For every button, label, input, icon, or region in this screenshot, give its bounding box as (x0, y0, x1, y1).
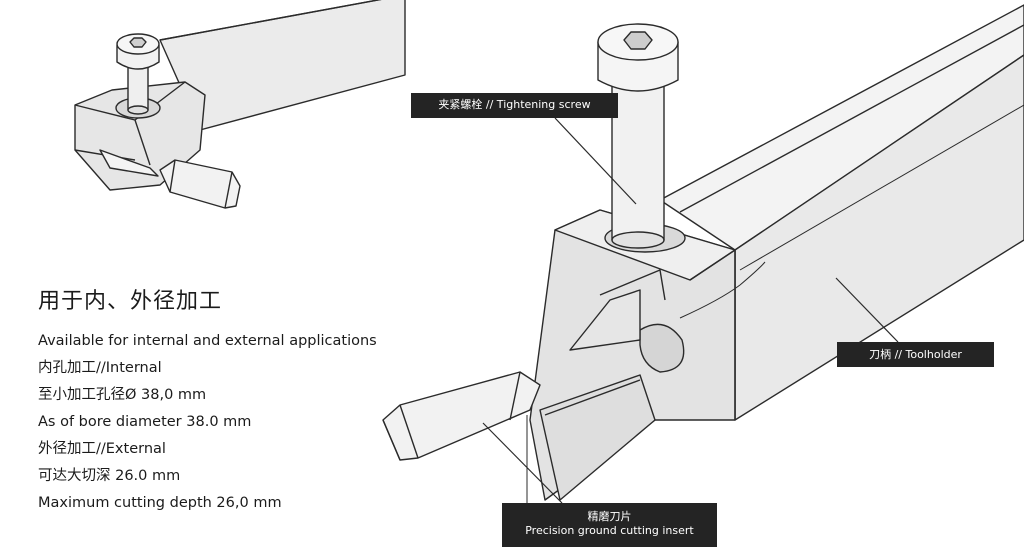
spec-line: 外径加工//External (38, 441, 166, 457)
spec-line: As of bore diameter 38.0 mm (38, 414, 252, 430)
inset-toolholder-view (74, 0, 406, 209)
label-cutting-insert-en: Precision ground cutting insert (525, 524, 694, 537)
spec-line: 可达大切深 26.0 mm (38, 468, 181, 484)
label-toolholder: 刀柄 // Toolholder (837, 342, 994, 367)
main-toolholder-view (382, 4, 1024, 503)
spec-list: Available for internal and external appl… (38, 328, 377, 517)
page-heading: 用于内、外径加工 (38, 289, 223, 314)
leader-lines (482, 117, 899, 504)
label-tightening-screw: 夹紧螺栓 // Tightening screw (411, 93, 618, 118)
spec-line: 至小加工孔径Ø 38,0 mm (38, 387, 207, 403)
label-cutting-insert: 精磨刀片 Precision ground cutting insert (502, 503, 717, 547)
label-cutting-insert-cn: 精磨刀片 (587, 510, 632, 523)
spec-line: Maximum cutting depth 26,0 mm (38, 495, 282, 511)
spec-line: Available for internal and external appl… (38, 333, 377, 349)
spec-line: 内孔加工//Internal (38, 360, 162, 376)
